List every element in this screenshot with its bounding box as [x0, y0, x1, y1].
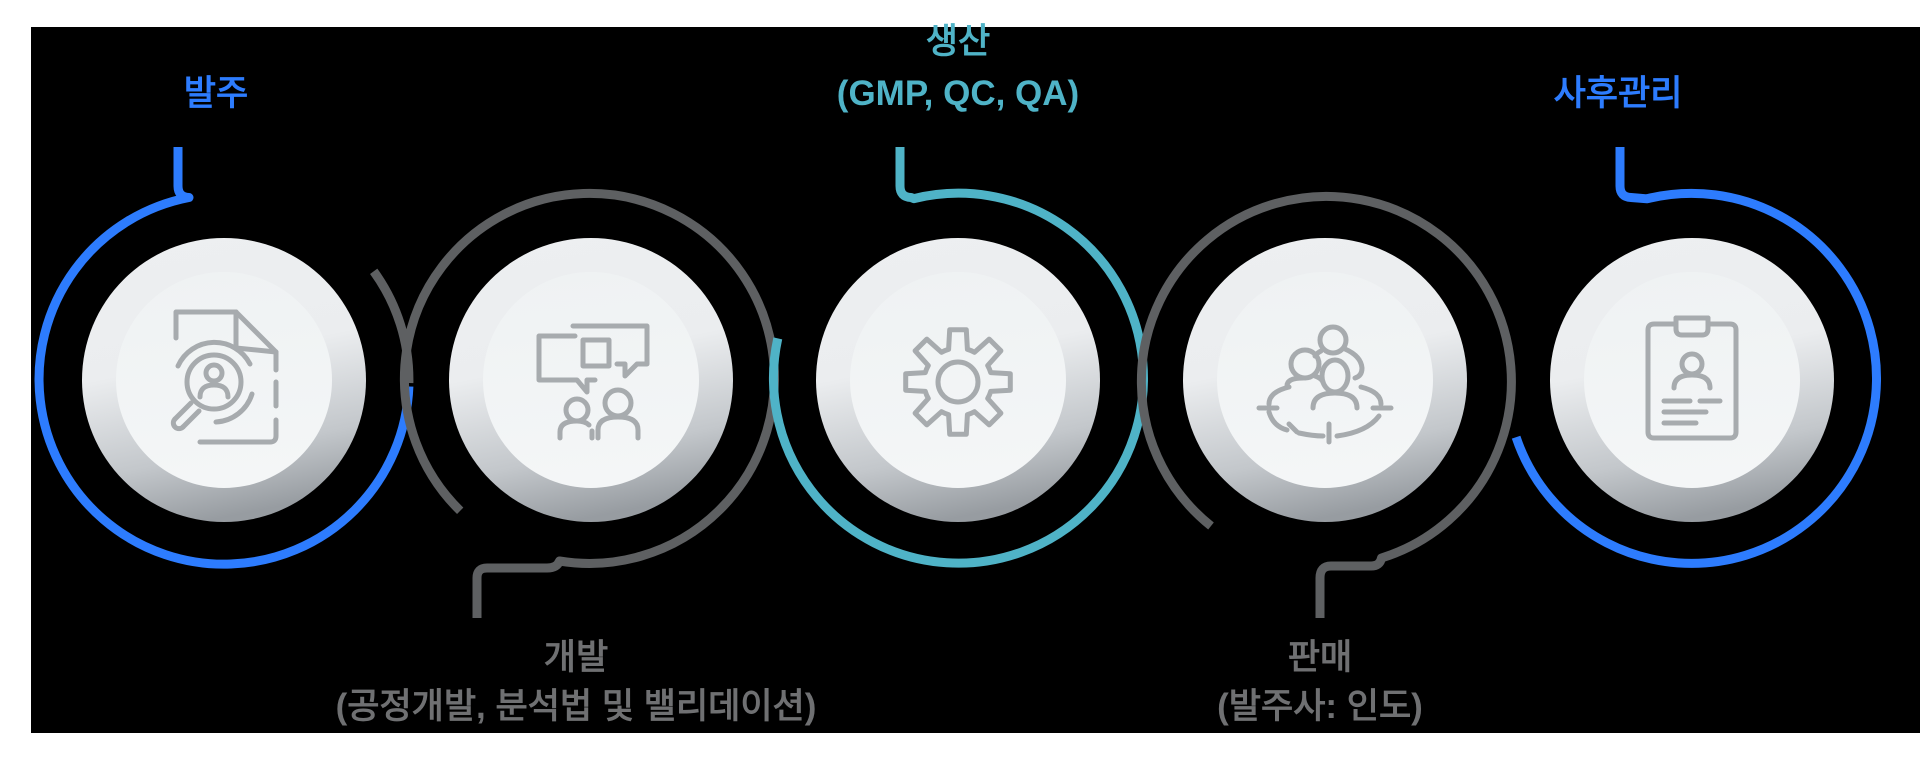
customers-target-icon [1256, 324, 1394, 445]
sales-circle-inner [1217, 272, 1433, 488]
after-service-circle-inner [1584, 272, 1800, 488]
gear-icon-path [903, 327, 1013, 437]
step-order [34, 147, 414, 569]
step-after-service [1511, 147, 1881, 568]
step-development [399, 188, 779, 618]
step-label-production: 생산 (GMP, QC, QA) [837, 16, 1079, 120]
step-label-development: 개발 (공정개발, 분석법 및 밸리데이션) [336, 633, 817, 731]
step-label-order: 발주 [184, 68, 248, 120]
order-ring-arc [34, 147, 414, 569]
step-label-after-service: 사후관리 [1554, 68, 1683, 120]
step-label-production-line1: 생산 [925, 22, 991, 61]
step-label-sales-line2: (발주사: 인도) [1217, 687, 1423, 726]
step-label-sales-line1: 판매 [1287, 638, 1353, 677]
step-production [769, 147, 1148, 568]
gear-icon [903, 327, 1013, 437]
consultation-icon [536, 323, 650, 441]
id-badge-icon [1645, 315, 1739, 441]
after-service-ring-arc [1511, 147, 1881, 568]
production-circle-inner [850, 272, 1066, 488]
production-ring-arc [769, 147, 1148, 568]
step-label-order-line1: 발주 [183, 74, 249, 113]
step-label-development-line1: 개발 [543, 638, 609, 677]
sales-ring-arc [1136, 191, 1516, 618]
step-label-after-service-line1: 사후관리 [1553, 74, 1683, 113]
step-label-production-line2: (GMP, QC, QA) [836, 74, 1080, 113]
development-ring-arc [399, 188, 779, 618]
step-label-sales: 판매 (발주사: 인도) [1217, 633, 1423, 731]
order-circle-inner [116, 272, 332, 488]
step-sales [1136, 191, 1516, 618]
step-label-development-line2: (공정개발, 분석법 및 밸리데이션) [335, 687, 817, 726]
document-search-icon [170, 309, 279, 445]
